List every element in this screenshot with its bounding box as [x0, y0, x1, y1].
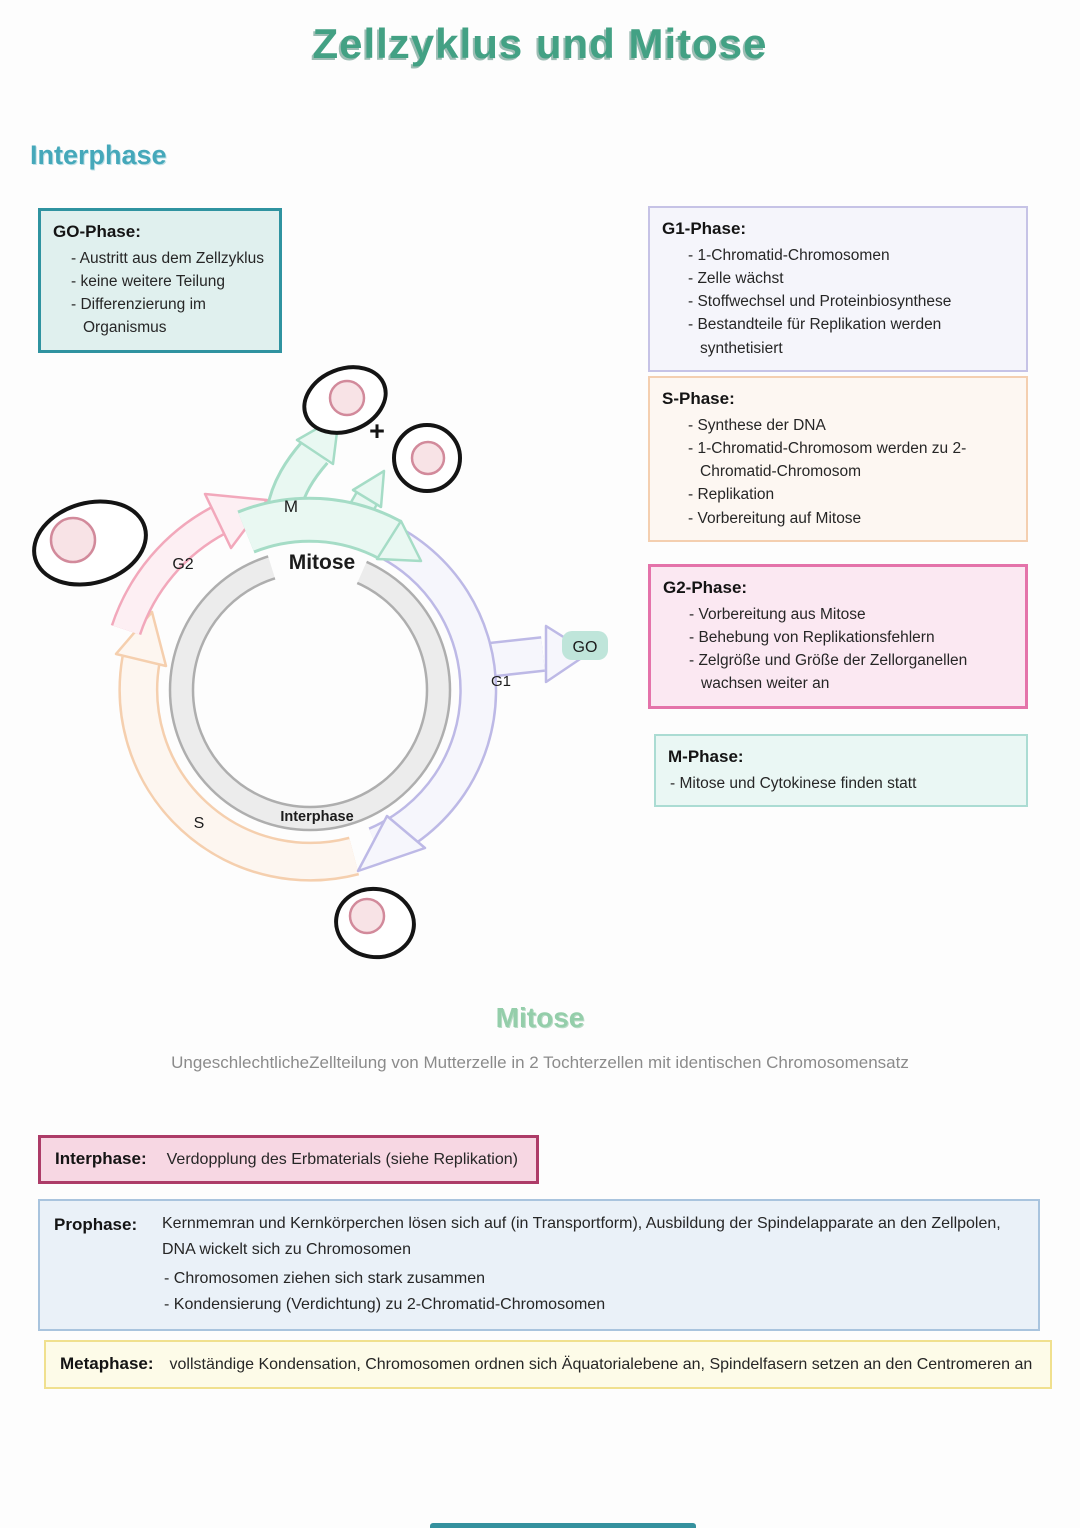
- g2-phase-item: - Behebung von Replikationsfehlern: [689, 628, 935, 646]
- s-phase-item: - 1-Chromatid-Chromosom werden zu 2-Chro…: [688, 439, 967, 480]
- g2-phase-item: - Vorbereitung aus Mitose: [689, 605, 866, 623]
- daughter-cell-2: [392, 423, 462, 493]
- stage-prophase-label: Prophase:: [54, 1215, 138, 1234]
- stage-metaphase-text: vollständige Kondensation, Chromosomen o…: [169, 1356, 1033, 1373]
- s-phase-item: - Synthese der DNA: [688, 416, 826, 434]
- mitose-description: UngeschlechtlicheZellteilung von Mutterz…: [171, 1053, 909, 1072]
- g1-phase-arc: [356, 520, 591, 873]
- g2-phase-title: G2-Phase:: [663, 578, 748, 597]
- stage-prophase-text: Kernmemran und Kernkörperchen lösen sich…: [162, 1215, 1001, 1258]
- stage-prophase-item: - Chromosomen ziehen sich stark zusammen: [164, 1270, 486, 1288]
- stage-interphase-label: Interphase:: [55, 1149, 147, 1168]
- m-phase-title: M-Phase:: [668, 747, 744, 766]
- stage-metaphase-box: Metaphase: vollständige Kondensation, Ch…: [44, 1340, 1053, 1389]
- g1-phase-title: G1-Phase:: [662, 219, 747, 238]
- g0-phase-item: - Differenzierung im Organismus: [71, 296, 206, 337]
- stage-metaphase-label: Metaphase:: [60, 1354, 154, 1373]
- nucleus-icon: [410, 440, 446, 476]
- g0-phase-item: - keine weitere Teilung: [71, 272, 225, 290]
- g1-arrowhead-icon: [356, 814, 427, 873]
- mother-cell: [32, 499, 148, 587]
- interphase-ring: [168, 508, 452, 832]
- m-phase-arrow: [237, 414, 423, 563]
- g1-label: G1: [491, 673, 511, 690]
- g0-phase-item: - Austritt aus dem Zellzyklus: [71, 249, 264, 267]
- g1-phase-item: - Zelle wächst: [688, 269, 784, 287]
- g1-phase-item: - Bestandteile für Replikation werden sy…: [688, 316, 942, 357]
- stage-prophase-box: Prophase: Kernmemran und Kernkörperchen …: [38, 1199, 1040, 1332]
- g2-label: G2: [172, 556, 193, 573]
- s-phase-item: - Replikation: [688, 486, 775, 504]
- stage-interphase-text: Verdopplung des Erbmaterials (siehe Repl…: [166, 1151, 518, 1168]
- page-title: Zellzyklus und Mitose: [312, 20, 768, 67]
- stage-interphase-box: Interphase: Verdopplung des Erbmaterials…: [38, 1135, 539, 1184]
- m-phase-item: - Mitose und Cytokinese finden statt: [670, 774, 917, 792]
- g1-phase-item: - Stoffwechsel und Proteinbiosynthese: [688, 293, 952, 310]
- stage-prophase-item: - Kondensierung (Verdichtung) zu 2-Chrom…: [164, 1295, 606, 1313]
- g1-phase-box: G1-Phase: - 1-Chromatid-Chromosomen - Ze…: [648, 206, 1028, 372]
- g2-phase-item: - Zelgröße und Größe der Zellorganellen …: [689, 652, 968, 693]
- g0-label-pill: GO: [562, 631, 608, 660]
- s-phase-arc: [114, 610, 360, 882]
- plus-sign: +: [369, 416, 385, 446]
- m-label: M: [284, 497, 298, 516]
- s-phase-item: - Vorbereitung auf Mitose: [688, 509, 862, 527]
- g0-label: GO: [573, 639, 598, 656]
- s-label: S: [194, 815, 205, 832]
- nucleus-icon: [328, 379, 366, 417]
- interphase-ring-label: Interphase: [280, 809, 353, 825]
- g0-phase-box: GO-Phase: - Austritt aus dem Zellzyklus …: [38, 208, 282, 353]
- g1-phase-item: - 1-Chromatid-Chromosomen: [688, 246, 890, 264]
- interphase-section-heading: Interphase: [30, 140, 167, 170]
- s-phase-box: S-Phase: - Synthese der DNA - 1-Chromati…: [648, 376, 1028, 542]
- next-box-top-edge: [430, 1523, 696, 1528]
- nucleus-icon: [348, 897, 386, 935]
- mitose-label: Mitose: [289, 551, 356, 574]
- cell-bottom: [334, 886, 416, 960]
- g2-phase-box: G2-Phase: - Vorbereitung aus Mitose - Be…: [648, 564, 1028, 709]
- m-branch2-arrowhead-icon: [351, 469, 386, 509]
- daughter-cell-1: [302, 365, 388, 435]
- s-phase-title: S-Phase:: [662, 389, 735, 408]
- g0-phase-title: GO-Phase:: [53, 222, 141, 241]
- m-arrowhead-icon: [375, 519, 423, 563]
- cell-cycle-diagram: + M Mitose G2 S G1 Interphase GO: [15, 350, 655, 1000]
- m-phase-box: M-Phase: - Mitose und Cytokinese finden …: [654, 734, 1028, 807]
- s-arrowhead-icon: [114, 610, 168, 668]
- mitose-section-heading: Mitose: [495, 1002, 585, 1033]
- nucleus-icon: [49, 516, 97, 564]
